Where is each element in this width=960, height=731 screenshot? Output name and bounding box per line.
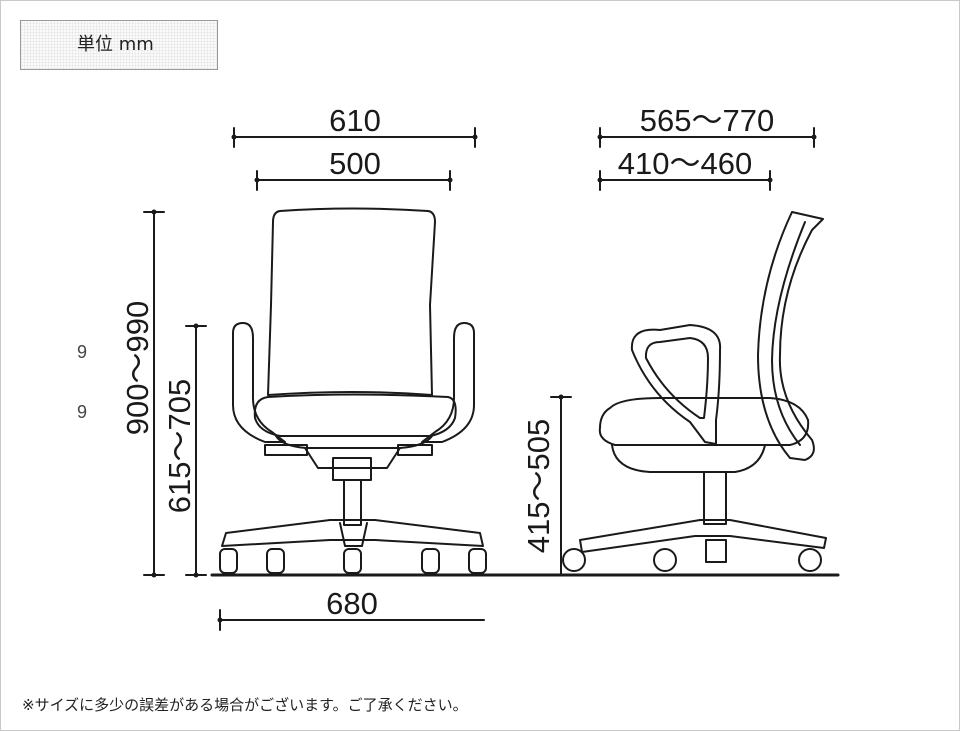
dim-seat-height: 415～505 bbox=[521, 419, 556, 553]
dimension-lines bbox=[143, 127, 815, 631]
chair-front-view bbox=[219, 207, 487, 574]
edge-fragment-2: 9 bbox=[77, 402, 87, 422]
dimension-endpoints bbox=[151, 134, 817, 623]
dim-base-width: 680 bbox=[326, 586, 378, 621]
dim-armrest-height: 615～705 bbox=[162, 379, 197, 513]
dim-overall-depth: 565～770 bbox=[640, 103, 774, 138]
dim-seat-depth: 410～460 bbox=[618, 146, 752, 181]
chair-side-view bbox=[562, 211, 827, 572]
dim-overall-height: 900～990 bbox=[120, 301, 155, 435]
dim-overall-width: 610 bbox=[329, 103, 381, 138]
unit-label: 単位 mm bbox=[20, 20, 218, 70]
tolerance-note: ※サイズに多少の誤差がある場合がございます。ご了承ください。 bbox=[22, 696, 468, 714]
edge-fragment-1: 9 bbox=[77, 342, 87, 362]
dim-seat-width: 500 bbox=[329, 146, 381, 181]
